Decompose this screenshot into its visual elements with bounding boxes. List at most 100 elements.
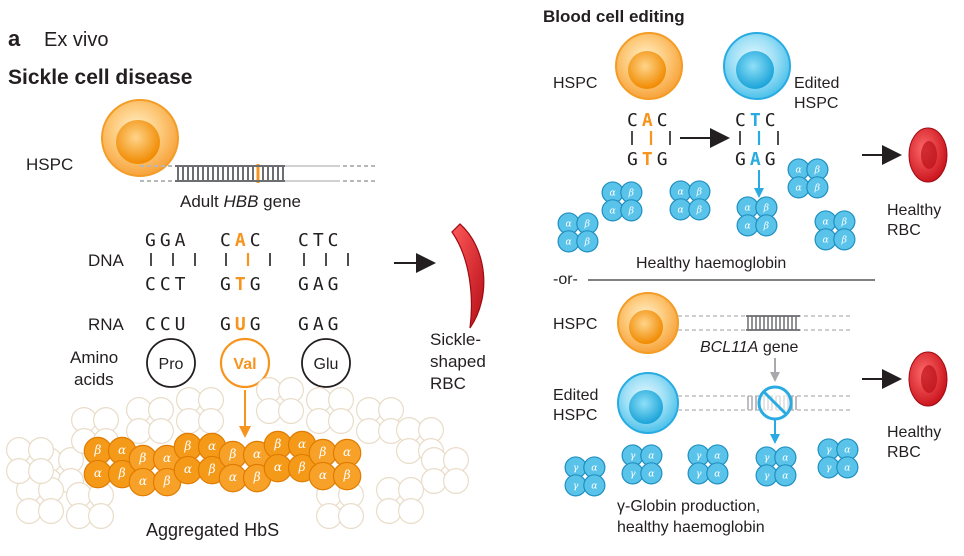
to-healthy-hb-arrow	[754, 170, 764, 198]
dna-top-codon-1: GGA	[145, 230, 190, 251]
svg-text:β: β	[841, 217, 848, 228]
svg-text:α: α	[648, 451, 655, 462]
bcl-hspc-label: HSPC	[553, 316, 597, 333]
svg-text:Glu: Glu	[314, 356, 339, 373]
healthy-rbc-icon-top	[908, 127, 948, 183]
dna-top-codon-3: CTC	[298, 230, 343, 251]
svg-text:α: α	[139, 474, 147, 488]
sickle-label-line2: shaped	[430, 352, 486, 371]
hbs-ghost-icon	[376, 477, 425, 525]
svg-text:α: α	[184, 462, 192, 476]
svg-text:β: β	[118, 466, 126, 480]
sickle-label-line3: RBC	[430, 374, 466, 393]
dna-bottom-codon-3: GAG	[298, 274, 343, 295]
sickle-rbc-icon	[451, 223, 485, 329]
hspc-cell-icon	[101, 99, 179, 177]
bcl-to-block-arrow	[770, 358, 780, 382]
svg-text:β: β	[841, 234, 848, 245]
svg-text:α: α	[714, 468, 721, 479]
amino-val-circle: Val	[219, 337, 271, 389]
right-title: Blood cell editing	[543, 7, 685, 26]
svg-text:γ: γ	[764, 453, 770, 464]
rna-label: RNA	[88, 315, 125, 334]
bcl11a-gene-label: BCL11A gene	[700, 339, 799, 356]
before-bottom-codon: GTG	[627, 149, 672, 170]
svg-text:α: α	[274, 460, 282, 474]
right-hspc-label: HSPC	[553, 75, 597, 92]
svg-text:α: α	[822, 234, 829, 245]
healthy-hb-label: Healthy haemoglobin	[636, 255, 786, 272]
svg-text:γ: γ	[764, 470, 770, 481]
healthy-rbc-bottom-line2: RBC	[887, 444, 921, 461]
dna-bottom-codon-2: GTG	[220, 274, 265, 295]
panel-letter: a	[8, 26, 21, 51]
svg-text:α: α	[343, 445, 351, 459]
svg-text:α: α	[229, 470, 237, 484]
val-to-aggregate-arrow	[239, 390, 251, 438]
before-top-codon: CAC	[627, 110, 672, 131]
bcl-hspc-cell-icon	[617, 292, 679, 354]
svg-text:α: α	[118, 443, 126, 457]
left-hspc-label: HSPC	[26, 155, 73, 174]
svg-text:β: β	[228, 447, 236, 461]
dna-top-codon-2: CAC	[220, 230, 265, 251]
healthy-rbc-icon-bottom	[908, 351, 948, 407]
svg-text:α: α	[744, 220, 751, 231]
svg-text:γ: γ	[696, 468, 702, 479]
svg-text:α: α	[94, 466, 102, 480]
svg-text:α: α	[795, 182, 802, 193]
hbs-ghost-icon	[65, 482, 114, 530]
svg-text:α: α	[565, 219, 572, 230]
svg-text:α: α	[844, 462, 851, 473]
svg-text:β: β	[273, 437, 281, 451]
dna-label: DNA	[88, 251, 125, 270]
svg-text:β: β	[298, 460, 306, 474]
svg-text:γ: γ	[573, 463, 579, 474]
hbs-ghost-icon	[356, 397, 405, 445]
svg-text:Val: Val	[233, 356, 256, 373]
healthy-rbc-top-line2: RBC	[887, 222, 921, 239]
after-bottom-codon: GAG	[735, 149, 780, 170]
svg-text:β: β	[584, 236, 591, 247]
svg-text:α: α	[795, 165, 802, 176]
before-pair-lines	[631, 131, 671, 145]
svg-text:α: α	[565, 236, 572, 247]
svg-text:α: α	[319, 468, 327, 482]
left-title: Sickle cell disease	[8, 66, 192, 89]
svg-text:β: β	[318, 445, 326, 459]
gamma-label-line2: healthy haemoglobin	[617, 519, 765, 536]
svg-text:β: β	[253, 470, 261, 484]
svg-text:β: β	[628, 205, 635, 216]
sickle-label-line1: Sickle-	[430, 330, 481, 349]
svg-text:β: β	[208, 462, 216, 476]
svg-text:γ: γ	[630, 468, 636, 479]
svg-text:β: β	[763, 203, 770, 214]
amino-label-line2: acids	[74, 370, 114, 389]
after-pair-lines	[739, 131, 779, 145]
svg-text:α: α	[609, 205, 616, 216]
amino-label-line1: Amino	[70, 348, 118, 367]
svg-text:α: α	[677, 204, 684, 215]
svg-text:α: α	[163, 451, 171, 465]
svg-text:β: β	[163, 474, 171, 488]
svg-text:α: α	[253, 447, 261, 461]
svg-text:α: α	[591, 463, 598, 474]
edited-hspc-label-line2: HSPC	[794, 95, 838, 112]
svg-text:β: β	[696, 187, 703, 198]
hbb-gene-icon	[140, 164, 378, 183]
gamma-label-line1: γ-Globin production,	[617, 498, 760, 515]
